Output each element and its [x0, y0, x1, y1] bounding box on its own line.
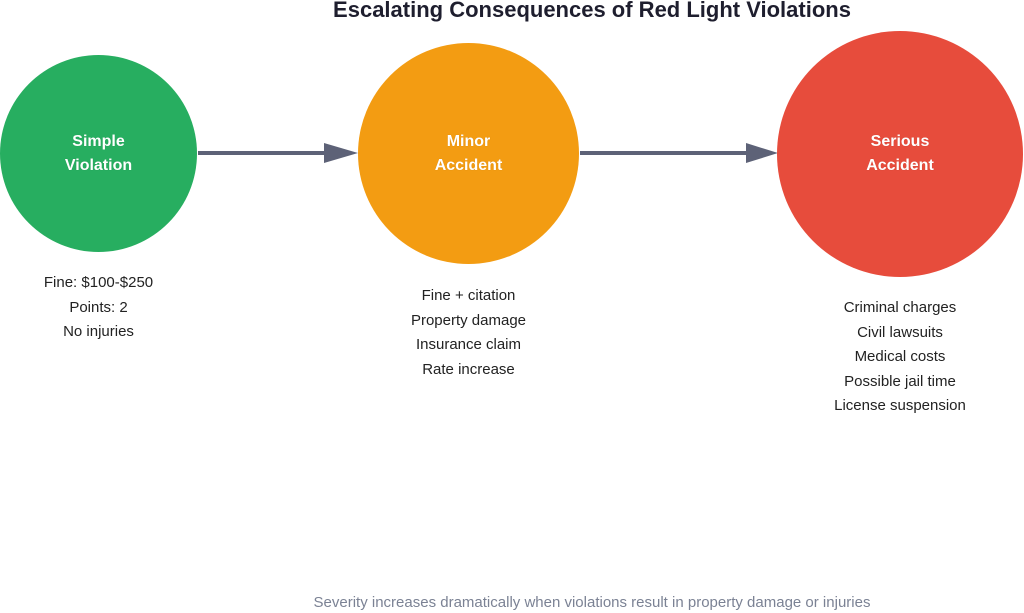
simple-violation-node: Simple Violation [0, 55, 197, 252]
footer-note: Severity increases dramatically when vio… [313, 594, 871, 611]
detail-item: No injuries [63, 323, 134, 340]
node-label-line2: Accident [866, 157, 934, 174]
detail-item: Property damage [410, 311, 527, 329]
detail-item: Medical costs [854, 348, 946, 365]
arrow-1 [198, 143, 358, 163]
arrow-2 [580, 143, 778, 163]
node-label-line2: Violation [64, 156, 133, 174]
detail-item: Rate increase [422, 360, 515, 378]
detail-item: Insurance claim [415, 336, 522, 353]
detail-item: License suspension [834, 397, 966, 414]
detail-item: Criminal charges [843, 299, 957, 316]
minor-accident-node: Minor Accident [358, 43, 579, 264]
node-label-line1: Serious [870, 133, 930, 150]
serious-accident-details: Criminal charges Civil lawsuits Medical … [777, 296, 1023, 419]
detail-item: Fine: $100-$250 [43, 274, 154, 291]
serious-accident-node: Serious Accident [777, 31, 1023, 277]
simple-violation-details: Fine: $100-$250 Points: 2 No injuries [0, 271, 197, 345]
node-label-line1: Minor [446, 132, 491, 150]
detail-item: Possible jail time [844, 372, 956, 390]
diagram-title: Escalating Consequences of Red Light Vio… [333, 0, 851, 22]
detail-item: Civil lawsuits [857, 323, 943, 341]
minor-accident-details: Fine + citation Property damage Insuranc… [358, 284, 579, 382]
detail-item: Fine + citation [421, 287, 516, 304]
detail-item: Points: 2 [69, 298, 128, 316]
node-label-line1: Simple [72, 132, 125, 150]
node-label-line2: Accident [434, 156, 503, 174]
